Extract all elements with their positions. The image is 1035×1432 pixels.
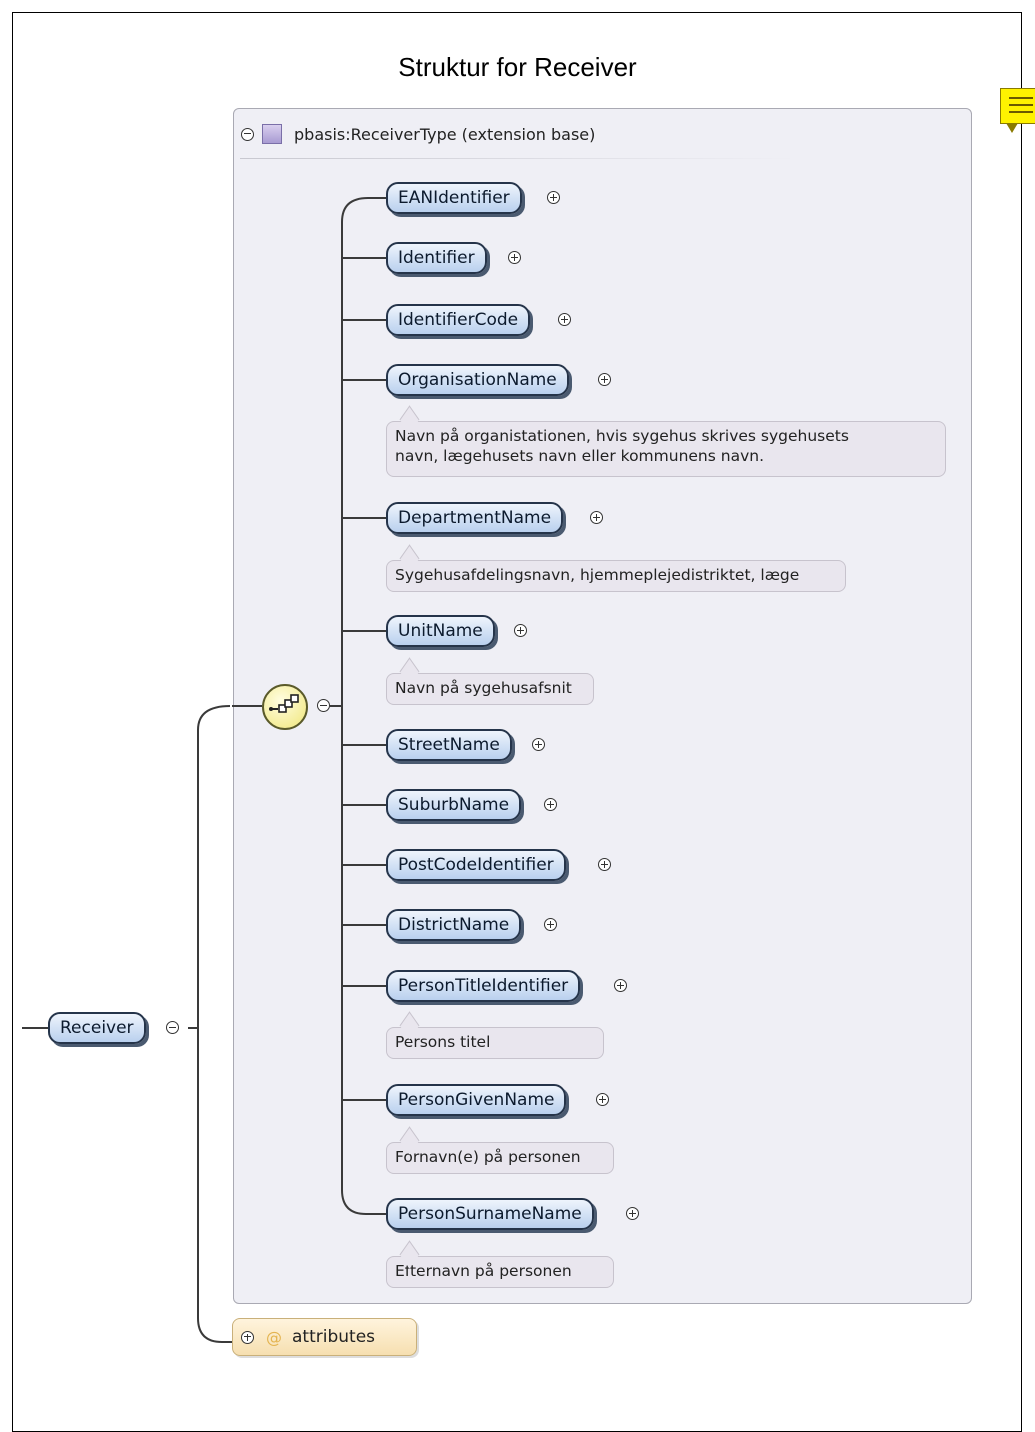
annotation-unit-name: Navn på sygehusafsnit (386, 673, 594, 705)
expand-icon[interactable] (514, 624, 527, 637)
element-ean-identifier[interactable]: EANIdentifier (386, 182, 522, 214)
group-header-label: pbasis:ReceiverType (extension base) (294, 124, 596, 144)
expand-icon[interactable] (590, 511, 603, 524)
complex-type-icon (262, 124, 282, 144)
element-identifier[interactable]: Identifier (386, 242, 487, 274)
element-street-name[interactable]: StreetName (386, 729, 512, 761)
expand-icon[interactable] (241, 1330, 254, 1344)
annotation-line: Fornavn(e) på personen (395, 1148, 581, 1166)
collapse-icon[interactable] (317, 699, 330, 712)
expand-icon[interactable] (596, 1093, 609, 1106)
header-divider (240, 158, 795, 159)
annotation-line: Navn på organistationen, hvis sygehus sk… (395, 427, 849, 445)
sequence-compositor-icon[interactable] (262, 684, 308, 730)
annotation-department-name: Sygehusafdelingsnavn, hjemmeplejedistrik… (386, 560, 846, 592)
annotation-organisation-name: Navn på organistationen, hvis sygehus sk… (386, 421, 946, 477)
element-district-name[interactable]: DistrictName (386, 909, 522, 941)
element-person-surname-name[interactable]: PersonSurnameName (386, 1198, 594, 1230)
annotation-person-surname-name: Efternavn på personen (386, 1256, 614, 1288)
element-person-title-identifier[interactable]: PersonTitleIdentifier (386, 970, 581, 1002)
collapse-icon[interactable] (241, 127, 254, 141)
element-post-code-identifier[interactable]: PostCodeIdentifier (386, 849, 566, 881)
annotation-line: Efternavn på personen (395, 1262, 572, 1280)
attributes-label: attributes (292, 1327, 376, 1347)
root-element-receiver[interactable]: Receiver (48, 1012, 146, 1044)
expand-icon[interactable] (532, 738, 545, 751)
expand-icon[interactable] (547, 191, 560, 204)
expand-icon[interactable] (626, 1207, 639, 1220)
annotation-person-title-identifier: Persons titel (386, 1027, 604, 1059)
attribute-at-icon: @ (266, 1327, 282, 1347)
attributes-group[interactable]: @ attributes (232, 1318, 417, 1356)
element-identifier-code[interactable]: IdentifierCode (386, 304, 531, 336)
group-header: pbasis:ReceiverType (extension base) (241, 116, 595, 152)
diagram-title: Struktur for Receiver (398, 52, 637, 82)
annotation-line: Sygehusafdelingsnavn, hjemmeplejedistrik… (395, 566, 800, 584)
expand-icon[interactable] (508, 251, 521, 264)
collapse-icon[interactable] (166, 1021, 179, 1034)
annotation-line: Persons titel (395, 1033, 491, 1051)
element-organisation-name[interactable]: OrganisationName (386, 364, 569, 396)
expand-icon[interactable] (544, 798, 557, 811)
expand-icon[interactable] (558, 313, 571, 326)
element-unit-name[interactable]: UnitName (386, 615, 495, 647)
element-department-name[interactable]: DepartmentName (386, 502, 564, 534)
element-suburb-name[interactable]: SuburbName (386, 789, 522, 821)
annotation-person-given-name: Fornavn(e) på personen (386, 1142, 614, 1174)
expand-icon[interactable] (614, 979, 627, 992)
expand-icon[interactable] (598, 373, 611, 386)
expand-icon[interactable] (598, 858, 611, 871)
annotation-line: navn, lægehusets navn eller kommunens na… (395, 447, 765, 465)
annotation-line: Navn på sygehusafsnit (395, 679, 572, 697)
element-person-given-name[interactable]: PersonGivenName (386, 1084, 567, 1116)
expand-icon[interactable] (544, 918, 557, 931)
